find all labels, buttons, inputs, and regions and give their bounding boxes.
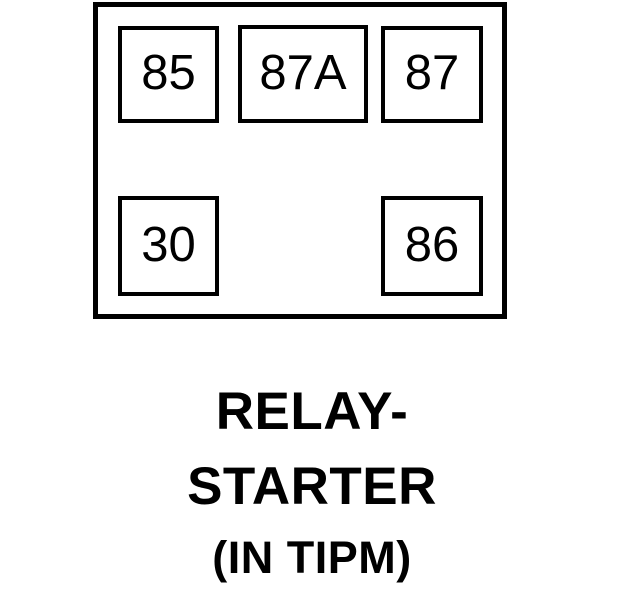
relay-pin-85: 85 xyxy=(118,26,219,123)
relay-pin-87a: 87A xyxy=(238,25,368,123)
relay-pin-30: 30 xyxy=(118,196,219,296)
relay-pin-87a-label: 87A xyxy=(259,45,347,100)
relay-caption: RELAY- STARTER (IN TIPM) xyxy=(0,384,624,582)
relay-pin-85-label: 85 xyxy=(141,46,196,100)
relay-pin-87: 87 xyxy=(381,26,483,123)
relay-pin-86: 86 xyxy=(381,196,483,296)
caption-line-1: RELAY- xyxy=(215,382,409,441)
relay-pin-86-label: 86 xyxy=(404,217,460,272)
relay-pin-30-label: 30 xyxy=(141,217,196,272)
relay-pin-87-label: 87 xyxy=(404,46,460,100)
caption-line-3: (IN TIPM) xyxy=(212,532,412,583)
caption-line-2: STARTER xyxy=(187,457,437,516)
